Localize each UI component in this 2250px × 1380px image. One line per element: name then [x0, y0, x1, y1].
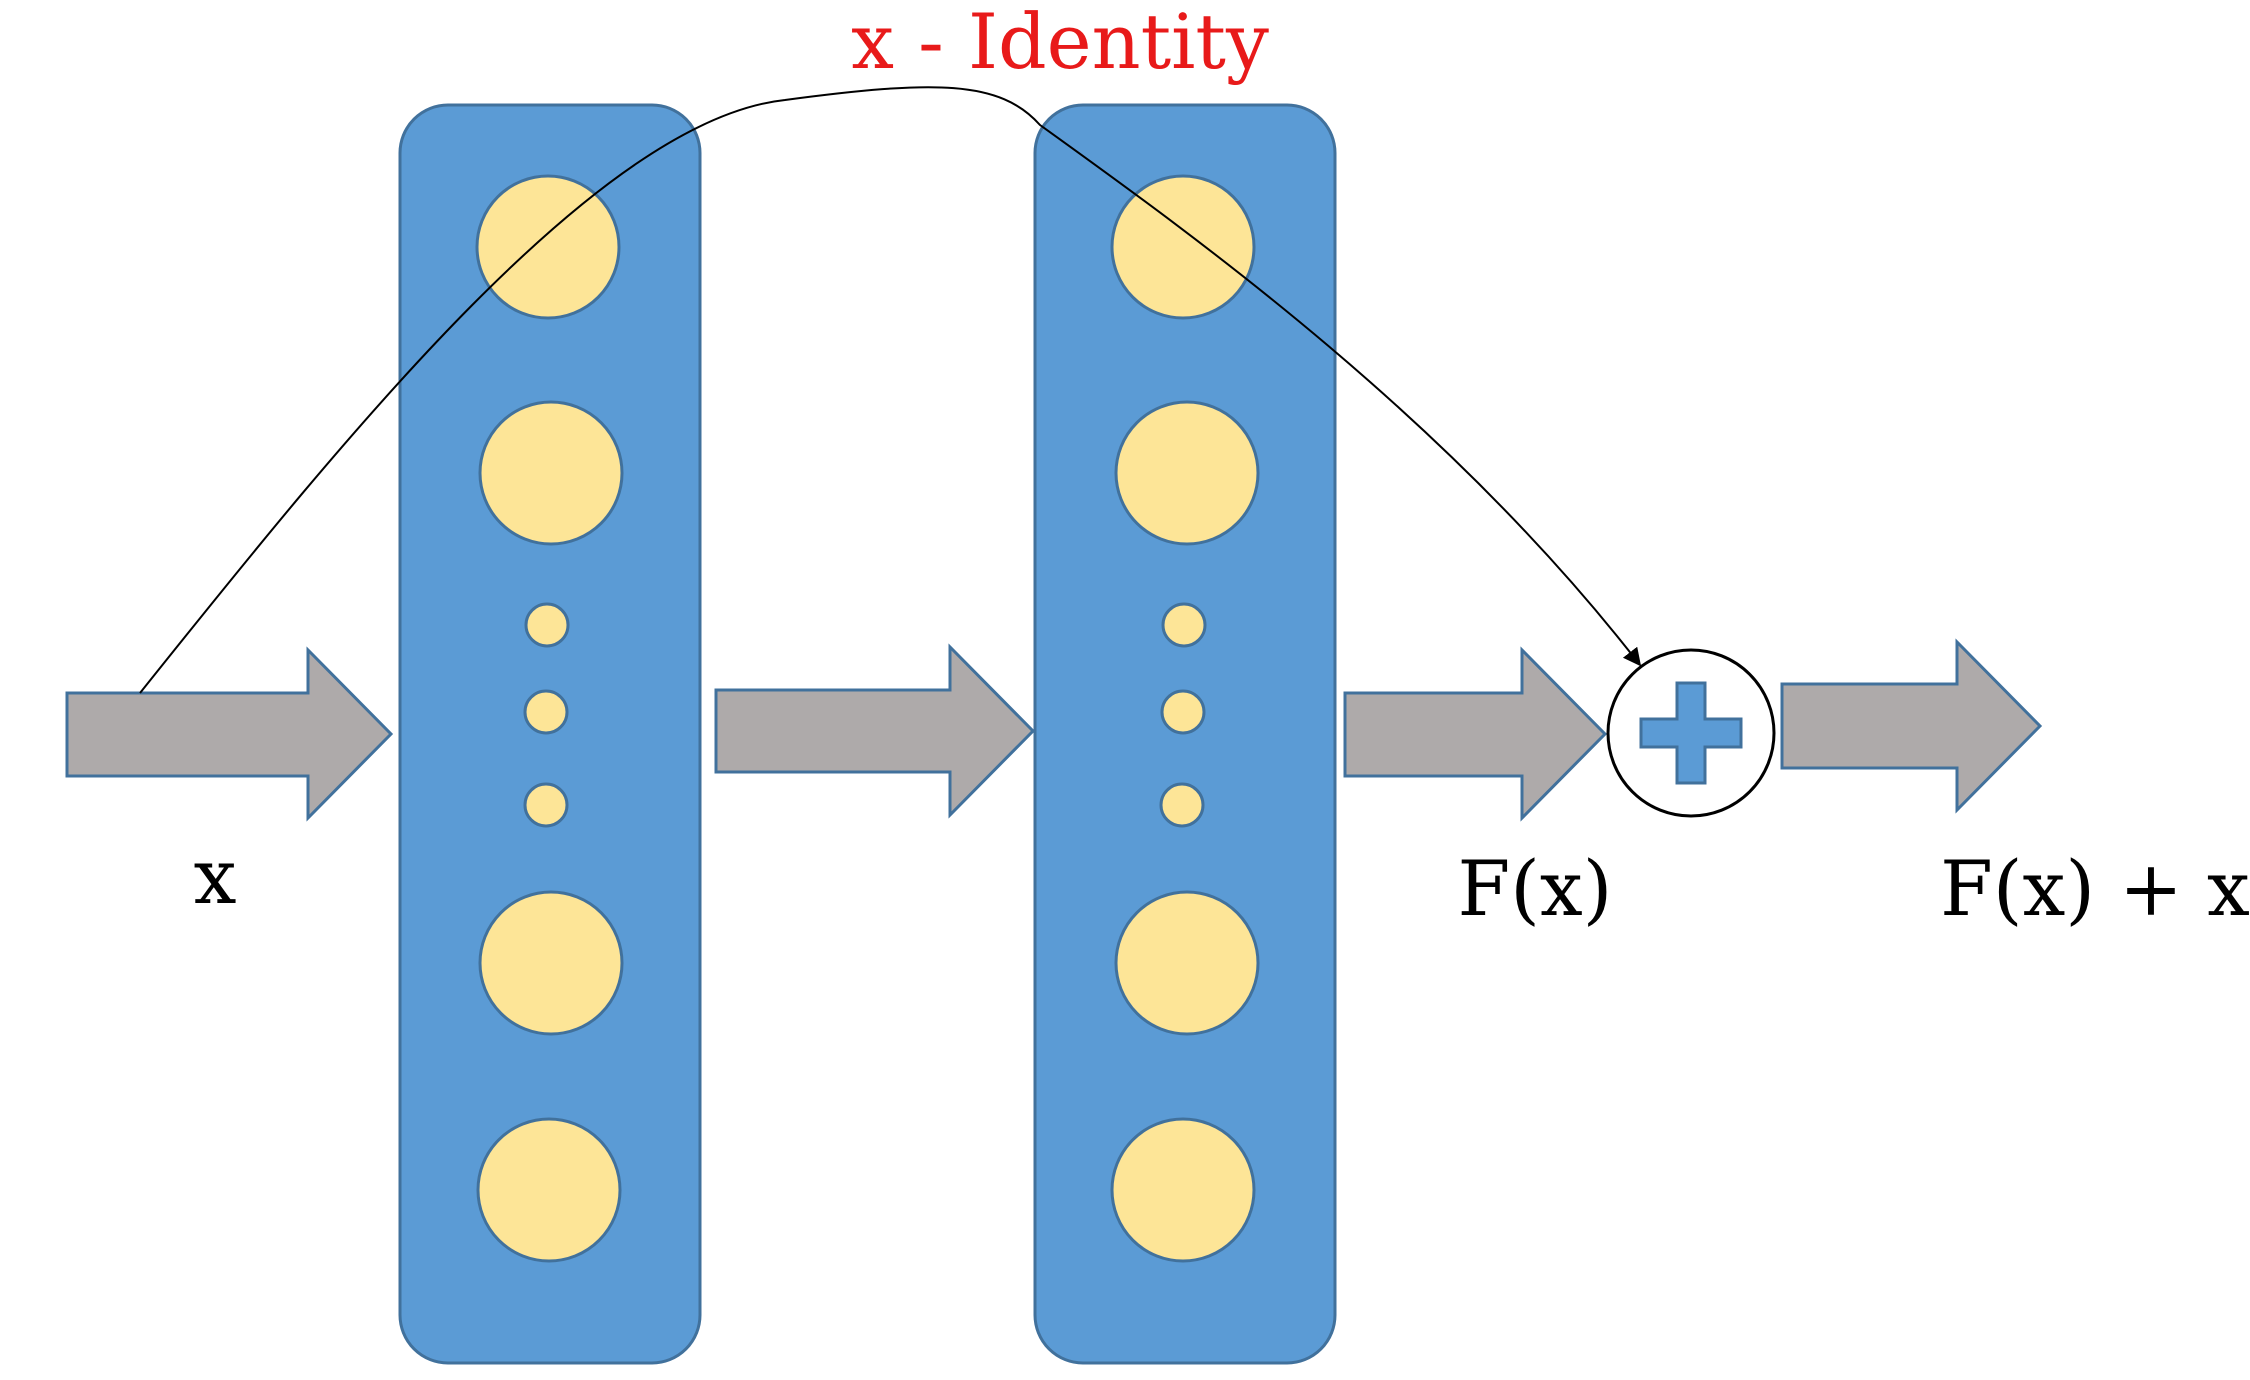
hidden-layer-2 — [1033, 103, 1337, 1365]
layer-1-neuron — [476, 1117, 622, 1263]
layer-2-ellipsis-dot — [1159, 782, 1205, 828]
layer-2-ellipsis-dot — [1160, 689, 1206, 735]
layer-1-ellipsis-dot — [523, 689, 569, 735]
plus-in-circle-icon — [1639, 681, 1743, 785]
layer-1-neuron — [475, 174, 621, 320]
sum-node — [1606, 648, 1776, 818]
block-output-label: F(x) + x — [1940, 844, 2250, 933]
layer-1-neuron — [478, 890, 624, 1036]
block-output-arrow — [1780, 638, 2043, 814]
layer-2-neuron — [1110, 1117, 1256, 1263]
layer-2-neuron — [1114, 400, 1260, 546]
skip-connection-curve — [139, 86, 1642, 694]
layer-2-ellipsis-dot — [1161, 602, 1207, 648]
layer-2-output-arrow — [1343, 646, 1608, 822]
layer-1-to-layer-2-arrow — [714, 643, 1036, 819]
layer-1-ellipsis-dot — [523, 782, 569, 828]
input-label: x — [194, 832, 237, 921]
layer-2-neuron — [1110, 174, 1256, 320]
layer-1-neuron — [478, 400, 624, 546]
input-arrow — [65, 646, 394, 822]
hidden-layer-1 — [398, 103, 702, 1365]
skip-connection-label: x - Identity — [851, 0, 1269, 86]
layer-1-ellipsis-dot — [524, 602, 570, 648]
layer-output-label: F(x) — [1458, 844, 1613, 933]
layer-2-neuron — [1114, 890, 1260, 1036]
